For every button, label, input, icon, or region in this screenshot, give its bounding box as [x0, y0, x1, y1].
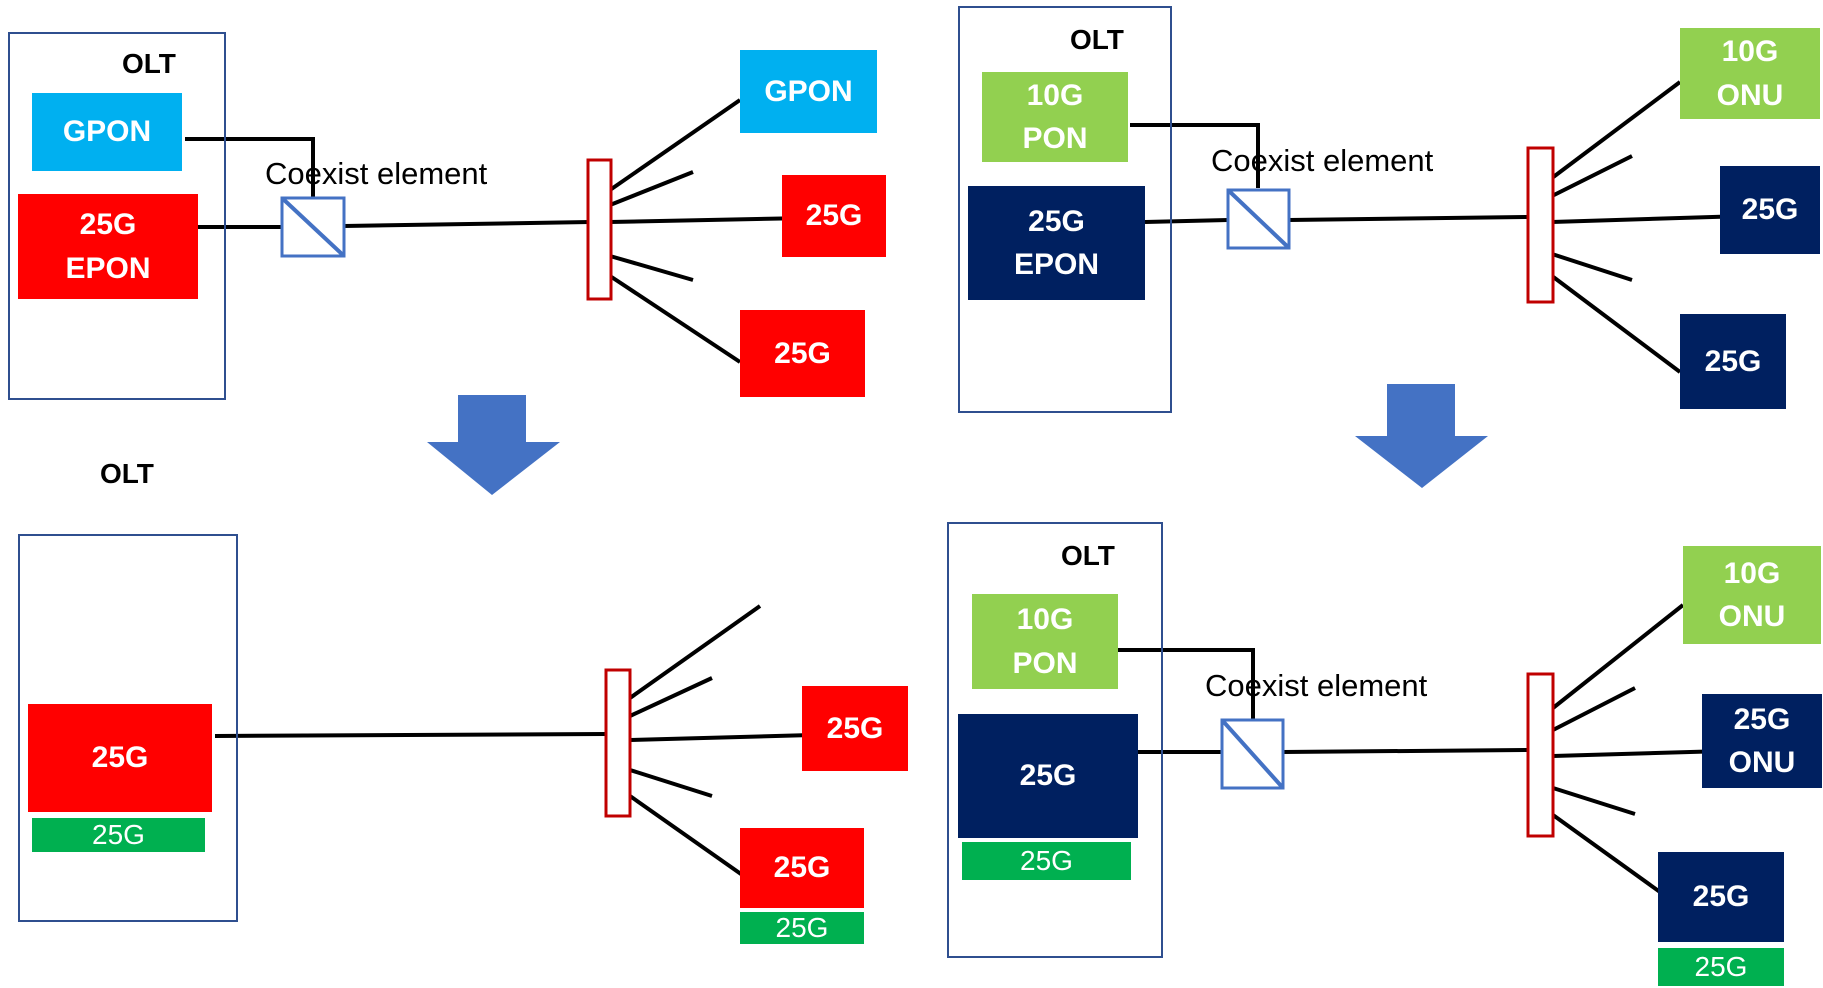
splitter-icon	[1526, 146, 1555, 304]
drop-fiber	[608, 274, 742, 364]
fiber-lines	[185, 80, 1761, 912]
drop-fiber	[609, 170, 694, 207]
splitter-icon	[1526, 672, 1555, 838]
drop-fiber	[1552, 686, 1636, 732]
epon-fiber	[1144, 218, 1229, 224]
coexist-element-icon	[1226, 188, 1291, 250]
drop-fiber	[609, 254, 694, 282]
coexist-elements	[280, 188, 1291, 790]
onu-25g-onu: 25G ONU	[1702, 694, 1822, 788]
olt-25g-block: 25G	[958, 714, 1138, 838]
onu-25g: 25G	[1720, 166, 1820, 254]
onu-25g: 25G	[802, 686, 908, 771]
coexist-element-label: Coexist element	[1211, 143, 1434, 178]
onu-25g-sub: 25G	[740, 912, 864, 944]
onu-10g: 10G ONU	[1680, 28, 1820, 119]
down-arrow-icon	[427, 395, 560, 495]
gpon-block: GPON	[32, 93, 182, 171]
drop-fiber	[1551, 603, 1685, 710]
epon-25g-block: 25G EPON	[18, 194, 198, 299]
drop-fiber	[1551, 252, 1633, 282]
drop-fiber	[629, 768, 713, 798]
drop-fiber	[609, 216, 809, 224]
coexist-element-icon	[280, 196, 346, 258]
drop-fiber	[1550, 80, 1682, 180]
trunk-fiber	[1282, 748, 1529, 754]
drop-fiber	[629, 676, 713, 718]
pon-10g-block: 10G PON	[982, 72, 1128, 162]
drop-fiber	[1550, 274, 1682, 374]
olt-25g-block: 25G	[28, 704, 212, 812]
onu-25g: 25G	[740, 828, 864, 908]
pon-10g-block: 10G PON	[972, 594, 1118, 689]
olt-box	[18, 534, 238, 922]
olt-box	[958, 6, 1172, 413]
coexist-element-icon	[1220, 718, 1285, 790]
olt-box	[8, 32, 226, 400]
olt-25g-sub-block: 25G	[962, 842, 1131, 880]
splitter-icon	[604, 668, 632, 818]
olt-label: OLT	[100, 458, 154, 489]
pon10g-fiber	[1118, 648, 1255, 720]
onu-25g: 25G	[1658, 852, 1784, 942]
epon-25g-block: 25G EPON	[968, 186, 1145, 300]
onu-25g-sub: 25G	[1658, 948, 1784, 986]
drop-fiber	[1551, 154, 1633, 198]
gpon-fiber	[185, 137, 315, 198]
onu-25g: 25G	[740, 310, 865, 397]
olt-label: OLT	[1061, 540, 1115, 571]
trunk-fiber	[343, 220, 591, 228]
onu-25g: 25G	[782, 175, 886, 257]
pon10g-fiber	[1130, 123, 1260, 188]
olt-label: OLT	[122, 48, 176, 79]
onu-10g: 10G ONU	[1683, 546, 1821, 644]
migration-arrows	[427, 384, 1488, 495]
olt-25g-sub-block: 25G	[32, 818, 205, 852]
onu-gpon: GPON	[740, 50, 877, 133]
down-arrow-icon	[1355, 384, 1488, 488]
drop-fiber	[1552, 786, 1636, 816]
trunk-fiber	[214, 732, 607, 738]
olt-label: OLT	[1070, 24, 1124, 55]
splitter-icon	[586, 158, 613, 301]
coexist-element-label: Coexist element	[265, 156, 488, 191]
splitters	[586, 146, 1555, 838]
drop-fiber	[608, 98, 742, 192]
olt-box	[947, 522, 1163, 958]
drop-fiber	[1551, 214, 1746, 224]
drop-fiber	[628, 604, 762, 700]
trunk-fiber	[1288, 215, 1529, 222]
coexist-element-label: Coexist element	[1205, 668, 1428, 703]
onu-25g: 25G	[1680, 314, 1786, 409]
drop-fiber	[628, 794, 760, 888]
